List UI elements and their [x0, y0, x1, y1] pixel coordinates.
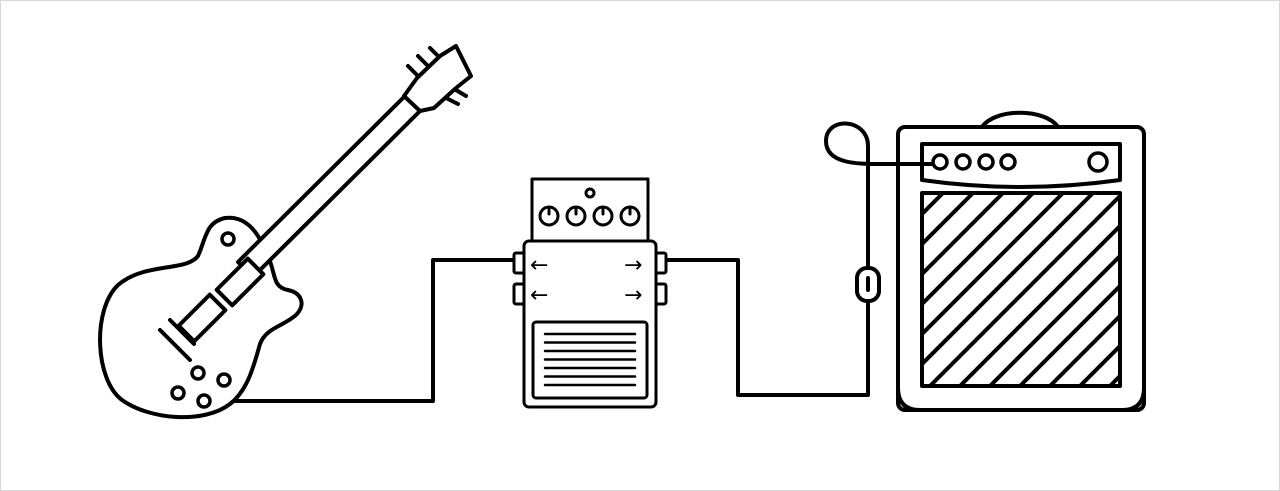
pedal-arrow-in-icon: ← [530, 283, 548, 308]
guitar-control-knob [190, 365, 206, 381]
amp-grille-stripe [922, 193, 1035, 307]
guitar-bridge-pickup [176, 292, 228, 344]
amp-grille-stripe [928, 193, 1120, 386]
amp-grille-stripe [922, 193, 1095, 367]
guitar-control-knob [216, 372, 232, 388]
guitar-control-knob [196, 393, 212, 409]
amp-volume-knob [1087, 151, 1109, 173]
tuning-peg [406, 64, 420, 78]
tuning-peg [416, 54, 430, 68]
cable-guitar-to-pedal [230, 258, 520, 403]
amp-handle [980, 110, 1060, 129]
pedal-led [584, 187, 596, 199]
guitar-amplifier-icon [878, 110, 1146, 412]
amp-grille-stripe [922, 193, 975, 247]
amp-grille-stripe [958, 223, 1120, 386]
amp-corner [896, 386, 922, 412]
tuning-peg [428, 46, 440, 58]
amp-grille-stripe [1018, 283, 1120, 386]
amp-grille-stripe [1048, 313, 1120, 386]
amp-knob [999, 153, 1017, 171]
effects-pedal-icon: ← ← → → [512, 177, 668, 409]
pedal-footswitch-grille [543, 332, 637, 387]
amp-grille-stripe [988, 253, 1120, 386]
amp-corner [1120, 386, 1146, 412]
guitar-control-knob [170, 385, 186, 401]
amp-knob [954, 153, 972, 171]
pedal-arrow-out-icon: → [624, 253, 642, 278]
guitar-headstock [402, 44, 473, 113]
amp-knob [931, 153, 949, 171]
amp-grille-stripe [1078, 343, 1120, 386]
amp-grille-hatch [922, 193, 1120, 386]
cable-pedal-to-amp [660, 258, 870, 397]
guitar-neck-pickup [214, 256, 266, 308]
amp-grille-stripe [922, 193, 1005, 277]
pedal-arrow-out-icon: → [624, 283, 642, 308]
tuning-peg [454, 88, 468, 98]
pedal-arrow-in-icon: ← [530, 253, 548, 278]
patch-cable-icon [230, 121, 924, 403]
electric-guitar-icon [98, 44, 473, 420]
amp-control-panel [920, 142, 1122, 189]
cable-amp-loop [824, 121, 924, 270]
guitar-bridge-bar [168, 318, 196, 346]
amp-grille-stripe [922, 193, 1065, 337]
guitar-bridge-bar [158, 328, 192, 362]
tuning-peg [444, 96, 460, 106]
amp-knob [977, 153, 995, 171]
guitar-switch-knob [220, 231, 236, 247]
